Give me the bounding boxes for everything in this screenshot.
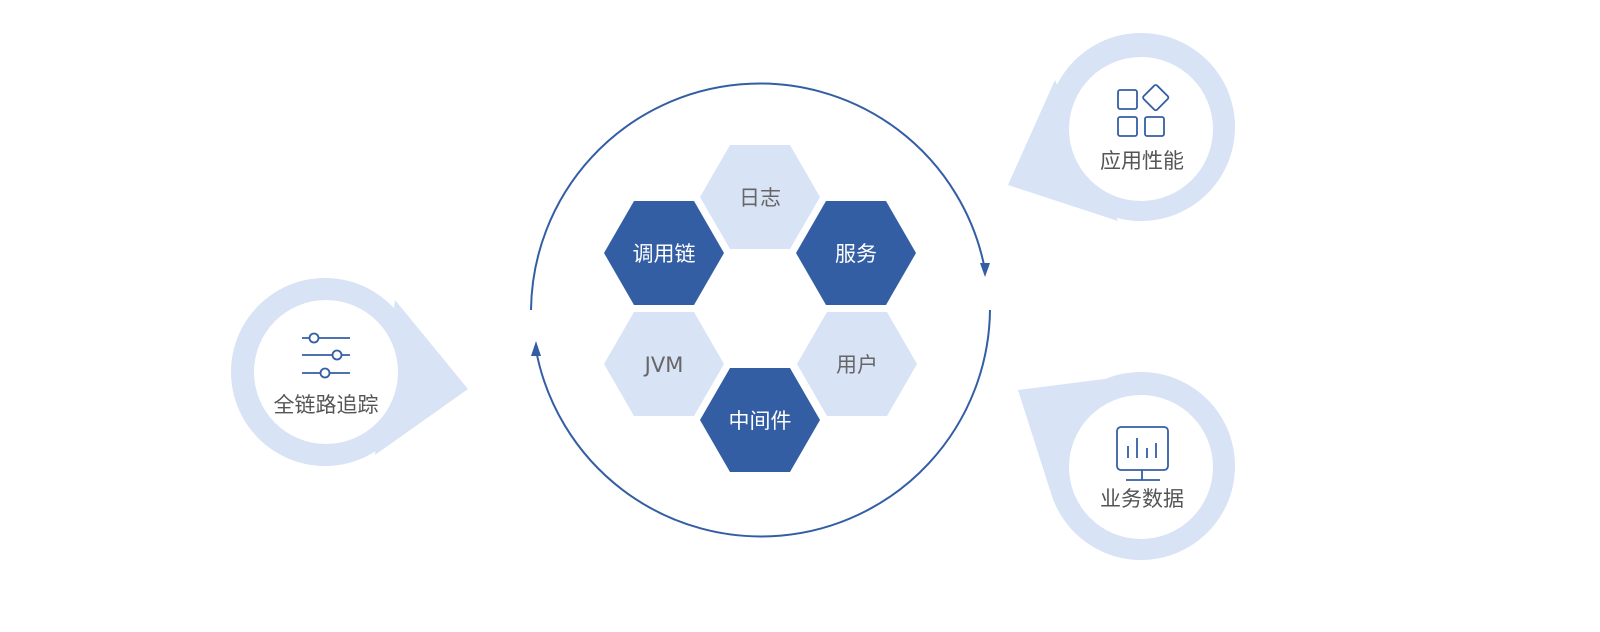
hexagon-service: 服务 [796,201,916,305]
badge-tracing-label: 全链路追踪 [274,393,379,417]
ring-arc-lower [535,309,991,538]
hexagon-call-chain-label: 调用链 [633,242,696,266]
ring-arrow-left [531,341,541,356]
sliders-icon [302,332,350,379]
badge-business-data: 业务数据 [1018,372,1235,560]
hexagon-log-label: 日志 [739,186,781,210]
apps-grid-icon [1117,84,1170,137]
hexagon-user-label: 用户 [836,353,878,377]
cycle-ring [530,82,991,538]
hexagon-service-label: 服务 [835,242,877,266]
hexagon-middleware-label: 中间件 [729,409,792,433]
hexagon-user: 用户 [797,312,917,416]
hexagon-jvm: JVM [604,312,724,416]
badge-app-performance-label: 应用性能 [1100,149,1184,173]
ring-arrow-right [980,263,990,277]
monitor-chart-icon [1116,426,1169,481]
hexagon-log: 日志 [700,145,820,249]
hexagon-call-chain: 调用链 [604,201,724,305]
badge-app-performance: 应用性能 [1008,33,1235,221]
hexagon-middleware: 中间件 [700,368,820,472]
hexagon-jvm-label: JVM [643,353,684,377]
ring-arc-upper [530,82,986,311]
badge-tracing: 全链路追踪 [231,278,468,466]
badge-business-data-label: 业务数据 [1100,487,1184,511]
